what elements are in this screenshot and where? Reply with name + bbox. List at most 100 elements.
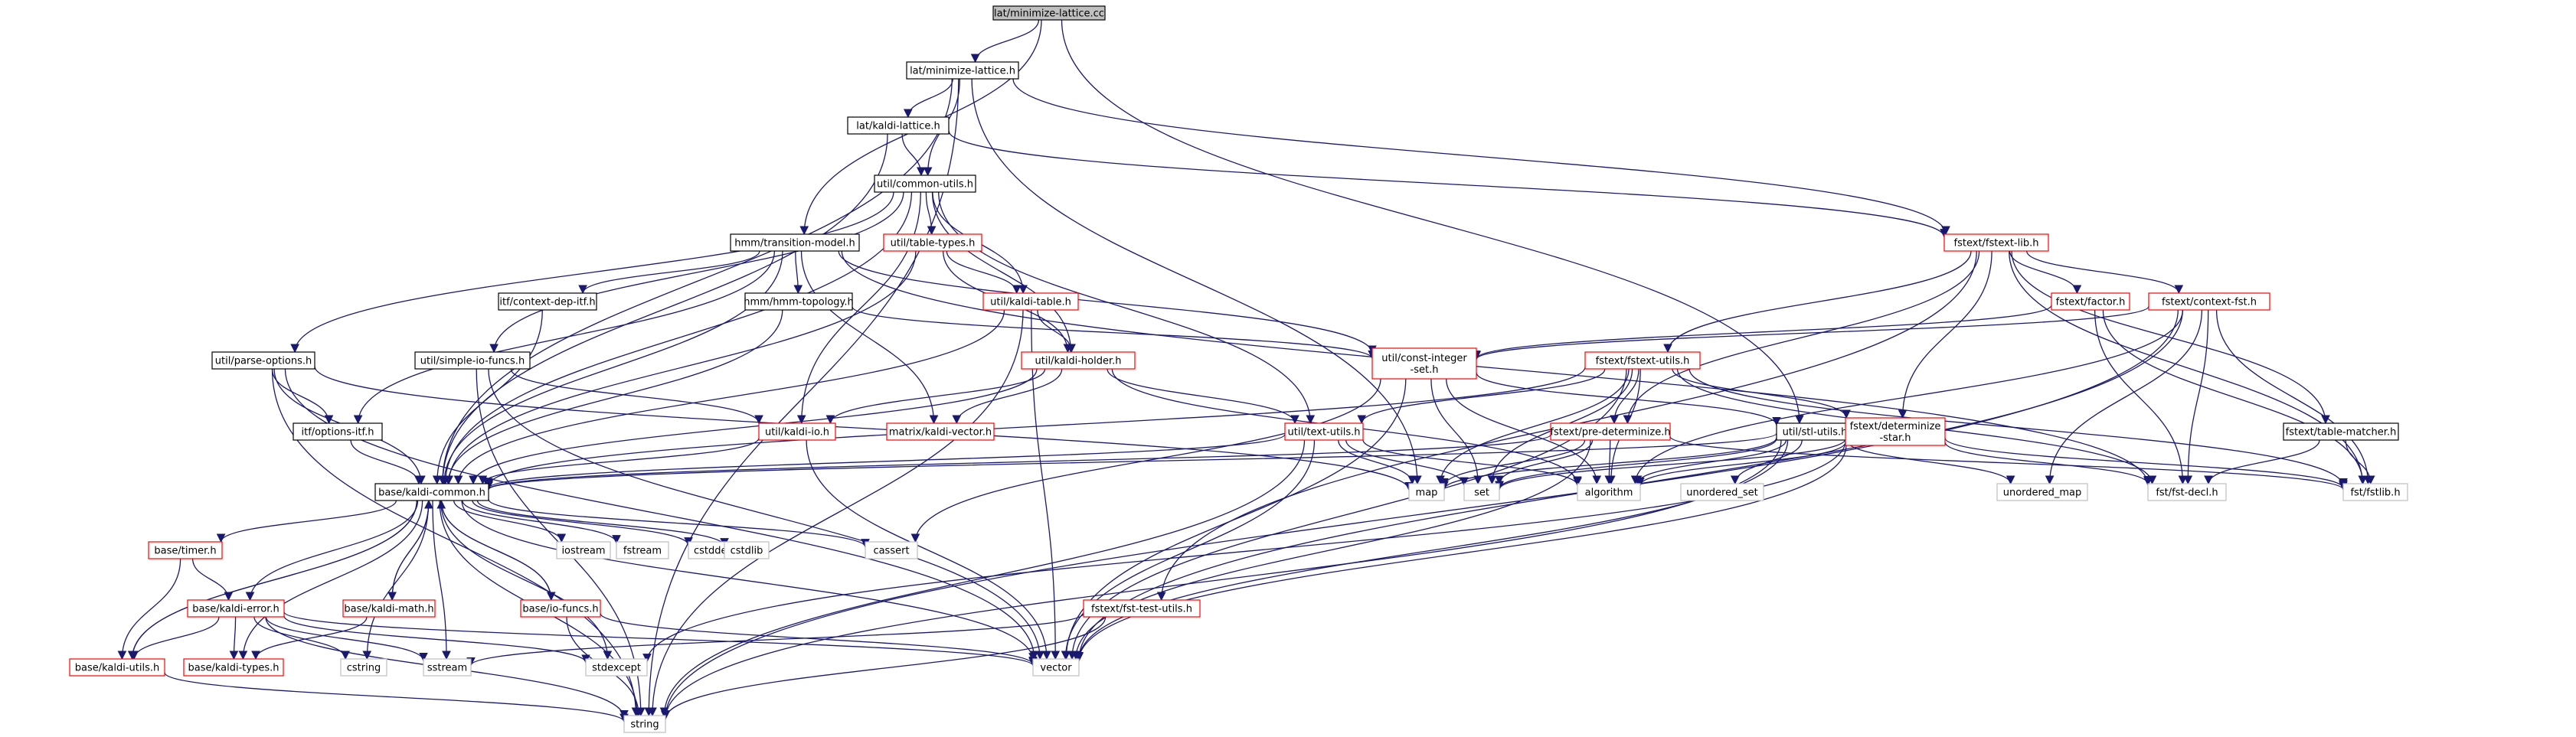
edge-fstextutils-to-textutils [1357, 368, 1606, 425]
node-contextfst[interactable]: fstext/context-fst.h [2148, 292, 2270, 311]
node-label-algorithm: algorithm [1585, 488, 1633, 499]
node-hmmtopo[interactable]: hmm/hmm-topology.h [744, 292, 854, 311]
node-box-fstlib [2342, 483, 2408, 501]
edge-contextfst-to-fstdecl [2183, 309, 2209, 485]
edge-timer-to-kaldiutils [117, 558, 181, 660]
edge-fstextlib-to-predet [1623, 250, 1980, 425]
node-parseopt[interactable]: util/parse-options.h [211, 351, 315, 370]
node-box-set [1463, 483, 1500, 501]
node-label-hmmtopo: hmm/hmm-topology.h [744, 297, 854, 308]
edge-predet-to-algorithm [1604, 439, 1614, 485]
edge-kaldilat-to-fstextlib [948, 130, 1949, 238]
node-tabletypes[interactable]: util/table-types.h [883, 233, 982, 252]
node-tablematcher[interactable]: fstext/table-matcher.h [2283, 422, 2399, 441]
node-transmodel[interactable]: hmm/transition-model.h [730, 233, 860, 252]
node-fstextutils[interactable]: fstext/fstext-utils.h [1584, 351, 1701, 370]
edge-factor-to-fstdecl [2094, 309, 2188, 485]
edge-transmodel-to-ctxdep [578, 250, 760, 295]
node-label-stlutils: util/stl-utils.h [1783, 427, 1848, 439]
node-kaldiholder[interactable]: util/kaldi-holder.h [1021, 351, 1136, 370]
node-algorithm: algorithm [1577, 483, 1641, 501]
edge-constint-to-stlutils [1476, 372, 1781, 426]
edge-kaldicommon-to-iostream [453, 500, 567, 543]
node-box-hmmtopo [744, 292, 853, 311]
node-label-cstdlib: cstdlib [731, 546, 763, 557]
edge-predet-to-map [1440, 439, 1586, 488]
node-optionsitf[interactable]: itf/options-itf.h [293, 422, 383, 441]
node-box-minlat [906, 61, 1019, 80]
node-kaldicommon[interactable]: base/kaldi-common.h [374, 483, 489, 501]
node-kalditable[interactable]: util/kaldi-table.h [982, 292, 1079, 311]
node-label-textutils: util/text-utils.h [1288, 427, 1361, 439]
edge-parseopt-to-optionsitf [271, 368, 334, 425]
node-fsttestutils[interactable]: fstext/fst-test-utils.h [1083, 599, 1201, 618]
node-kaldiutils[interactable]: base/kaldi-utils.h [69, 658, 165, 677]
node-label-constint: util/const-integer-set.h [1381, 353, 1467, 376]
node-kaldiio[interactable]: util/kaldi-io.h [758, 422, 836, 441]
edge-kaldicommon-to-cstdlib [476, 500, 729, 547]
edge-kaldiio-to-kaldicommon [478, 438, 760, 485]
edge-predet-to-set [1495, 439, 1594, 485]
node-label-predet: fstext/pre-determinize.h [1550, 427, 1670, 439]
node-minlat[interactable]: lat/minimize-lattice.h [906, 61, 1019, 80]
node-root[interactable]: lat/minimize-lattice.cc [992, 5, 1106, 21]
node-box-fstdecl [2147, 483, 2227, 501]
node-cstring: cstring [340, 658, 387, 677]
node-timer[interactable]: base/timer.h [148, 541, 223, 559]
edge-parseopt-to-map [314, 366, 1414, 491]
edge-stlutils-to-set [1495, 438, 1777, 490]
node-stlutils[interactable]: util/stl-utils.h [1776, 422, 1854, 441]
node-determinize[interactable]: fstext/determinize-star.h [1845, 417, 1946, 446]
node-kaldimath[interactable]: base/kaldi-math.h [342, 599, 436, 618]
edge-fstextlib-to-fstextutils [1663, 250, 1972, 354]
node-box-predet [1550, 422, 1671, 441]
node-kalditypes[interactable]: base/kaldi-types.h [183, 658, 284, 677]
node-label-kaldiio: util/kaldi-io.h [765, 427, 829, 439]
edge-contextfst-to-constint [1472, 305, 2149, 360]
node-constint[interactable]: util/const-integer-set.h [1371, 347, 1477, 380]
edge-tabletypes-to-kaldicommon [444, 250, 917, 485]
edge-textutils-to-string [659, 439, 1306, 717]
node-kaldilat[interactable]: lat/kaldi-lattice.h [847, 116, 950, 135]
node-box-stdexcept [585, 658, 648, 677]
edge-contextfst-to-algorithm [1630, 309, 2184, 485]
node-label-cassert: cassert [873, 546, 909, 557]
node-box-textutils [1284, 422, 1364, 441]
node-label-parseopt: util/parse-options.h [215, 356, 312, 367]
node-predet[interactable]: fstext/pre-determinize.h [1550, 422, 1671, 441]
edge-common-to-tabletypes [925, 191, 937, 236]
node-label-line-determinize-1: -star.h [1879, 432, 1911, 444]
node-label-unorderedmap: unordered_map [2003, 488, 2082, 499]
edge-kaldierror-to-stdexcept [283, 615, 590, 664]
edge-kalditable-to-kaldicommon [453, 309, 1005, 485]
edge-determinize-to-fstdecl [1944, 442, 2153, 485]
edge-kaldicommon-to-cstddef [472, 500, 693, 546]
node-label-map: map [1416, 488, 1438, 499]
node-fstextlib[interactable]: fstext/fstext-lib.h [1943, 233, 2049, 252]
node-label-kaldilat: lat/kaldi-lattice.h [856, 121, 940, 132]
edge-kaldilat-to-common [901, 133, 926, 177]
edge-fstextlib-to-fstlib [2009, 250, 2368, 485]
node-box-contextfst [2148, 292, 2270, 311]
node-label-tablematcher: fstext/table-matcher.h [2286, 427, 2397, 439]
edge-stlutils-to-unorderedmap [1845, 439, 2015, 485]
node-box-sstream [423, 658, 472, 677]
node-label-line-constint-1: -set.h [1411, 364, 1439, 376]
edge-common-to-kaldiholder [931, 191, 1076, 354]
edge-kaldicommon-to-kaldiutils [127, 500, 417, 660]
node-label-unorderedset: unordered_set [1686, 488, 1757, 499]
node-box-ctxdep [498, 292, 597, 311]
node-box-parseopt [211, 351, 315, 370]
node-box-fstextutils [1584, 351, 1701, 370]
node-kaldierror[interactable]: base/kaldi-error.h [187, 599, 285, 618]
node-ctxdep[interactable]: itf/context-dep-itf.h [498, 292, 597, 311]
node-common[interactable]: util/common-utils.h [874, 174, 976, 193]
node-textutils[interactable]: util/text-utils.h [1284, 422, 1364, 441]
edge-kaldierror-to-vector [283, 611, 1038, 667]
node-simpleio[interactable]: util/simple-io-funcs.h [414, 351, 531, 370]
node-factor[interactable]: fstext/factor.h [2051, 292, 2130, 311]
node-box-cstdlib [724, 541, 770, 559]
node-iofuncs[interactable]: base/io-funcs.h [520, 599, 601, 618]
node-kaldivector[interactable]: matrix/kaldi-vector.h [886, 422, 995, 441]
node-cstdlib: cstdlib [724, 541, 770, 559]
